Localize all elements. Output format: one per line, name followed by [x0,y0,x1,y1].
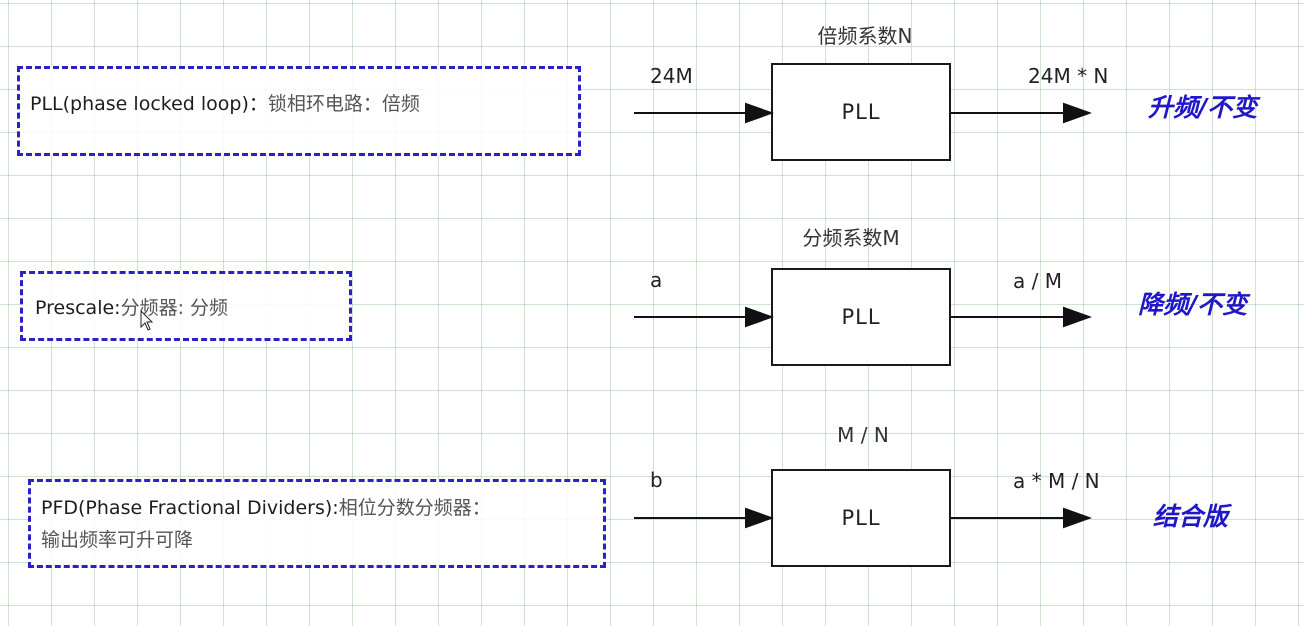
pll-block: PLL [771,63,951,161]
pll-description-en: PLL(phase locked loop)： [30,93,268,115]
pfd-description-box [28,479,606,568]
pfd-output-label: a * M / N [1013,469,1100,493]
pll-description-box [17,66,581,156]
arrow-icon [745,306,774,328]
prescale-input-label: a [650,268,663,292]
pfd-description-en: PFD(Phase Fractional Dividers): [41,497,339,519]
arrow-icon [1063,102,1092,124]
prescale-output-label: a / M [1013,269,1062,293]
pll-description-zh: 锁相环电路：倍频 [267,93,420,115]
prescale-coefficient-label: 分频系数M [802,226,900,250]
pfd-description-zh: 相位分数分频器： [338,497,491,519]
pll-output-label: 24M * N [1028,64,1109,88]
pll-tag: 升频/不变 [1148,93,1258,122]
pfd-coefficient-label: M / N [837,423,889,447]
arrow-icon [745,102,774,124]
pfd-tag: 结合版 [1153,502,1229,531]
pll-description: PLL(phase locked loop)：锁相环电路：倍频 [30,88,420,120]
mouse-cursor-icon [140,310,154,331]
prescale-description-en: Prescale: [35,297,121,319]
pll-input-label: 24M [650,64,693,88]
arrow-icon [745,507,774,529]
pfd-input-label: b [650,468,663,492]
pfd-description: PFD(Phase Fractional Dividers):相位分数分频器： … [41,492,491,556]
pfd-block: PLL [771,469,951,567]
pll-coefficient-label: 倍频系数N [817,24,913,48]
arrow-icon [1063,306,1092,328]
prescale-block: PLL [771,268,951,366]
pfd-description-line2: 输出频率可升可降 [41,529,194,551]
prescale-tag: 降频/不变 [1138,290,1248,319]
arrow-icon [1063,507,1092,529]
prescale-description-zh: 分频器: 分频 [120,297,229,319]
prescale-description: Prescale:分频器: 分频 [35,292,228,324]
prescale-description-box [20,271,352,341]
